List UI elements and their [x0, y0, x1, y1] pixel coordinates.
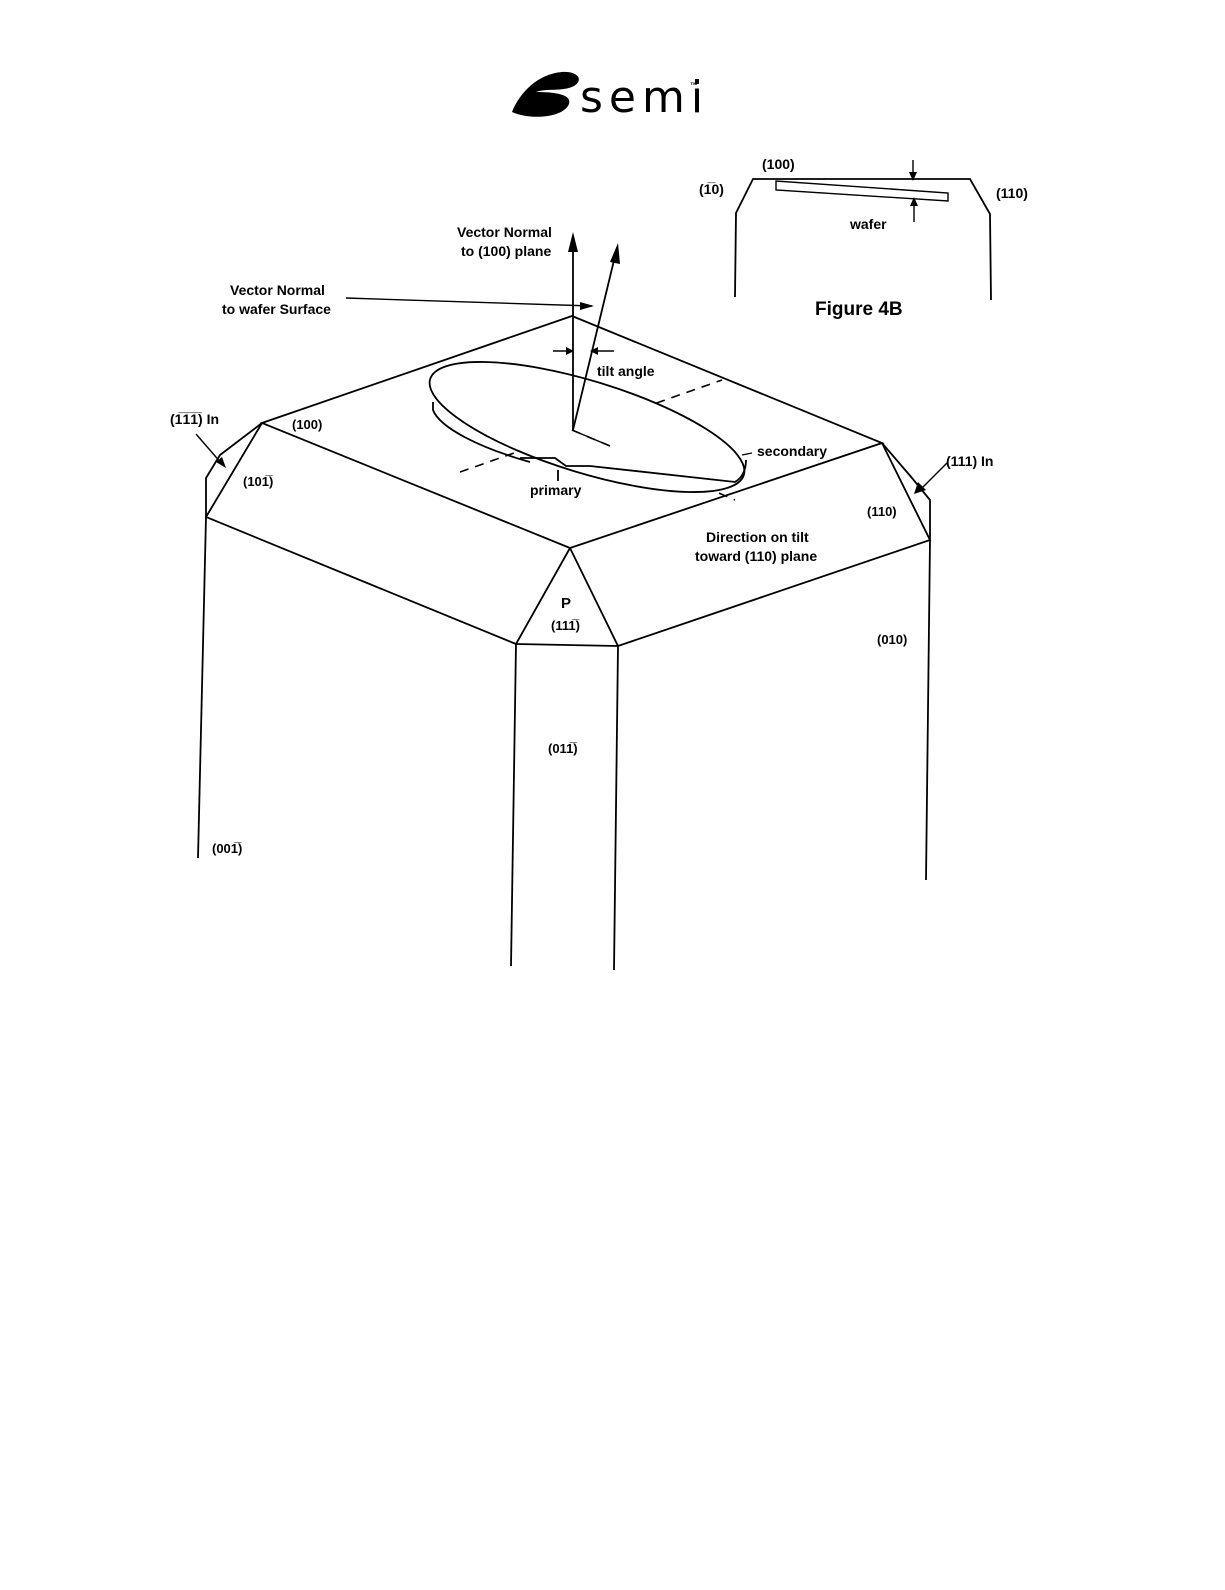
label-facet-p: P: [561, 595, 571, 612]
arrow-111-left: [196, 434, 222, 464]
vector-normal-wafer-head: [610, 243, 620, 264]
p-facet-base: [516, 644, 618, 646]
label-facet-111-right: (111) In: [946, 453, 993, 469]
label-normal-plane-2: to (100) plane: [461, 243, 551, 259]
inset-plane-top: (100): [762, 156, 795, 172]
label-direction-1: Direction on tilt: [706, 529, 809, 545]
inset-plane-right: (110): [996, 185, 1028, 201]
secondary-flat-leader: [742, 453, 752, 455]
label-direction-2: toward (110) plane: [695, 548, 817, 564]
label-facet-010: (010): [877, 632, 907, 647]
label-facet-110: (110): [867, 504, 897, 519]
label-facet-100: (100): [292, 417, 322, 432]
side-left-edge: [198, 517, 206, 858]
inset-caption: Figure 4B: [815, 299, 903, 320]
label-facet-111-left: (1̅1̅1̅) In: [170, 411, 219, 427]
facet-band-left: [206, 423, 570, 644]
label-tilt-angle: tilt angle: [597, 363, 655, 379]
semi-logo-mark: [512, 72, 579, 117]
label-secondary: secondary: [757, 443, 827, 459]
semi-logo-text: semi: [580, 72, 709, 123]
label-facet-10-1: (101̅): [243, 474, 273, 489]
label-normal-plane-1: Vector Normal: [457, 224, 552, 240]
side-front-right-edge: [614, 646, 618, 970]
label-facet-11-1: (111̅): [551, 618, 580, 633]
label-normal-wafer-2: to wafer Surface: [222, 301, 331, 317]
side-front-left-edge: [511, 644, 516, 966]
label-facet-01-1: (011̅): [548, 741, 578, 756]
inset-figure-4b: (100) (1̅0) (110) wafer Figure 4B: [699, 156, 1028, 320]
wafer: [417, 335, 758, 519]
inset-wafer-shape: [776, 181, 948, 201]
label-normal-wafer-1: Vector Normal: [230, 282, 325, 298]
label-primary: primary: [530, 482, 582, 498]
semi-logo-tm: ™: [690, 81, 698, 90]
side-right-edge: [926, 540, 930, 880]
vector-wafer-leader-head: [580, 302, 594, 310]
wafer-disc: [417, 335, 758, 519]
inset-plane-left: (1̅0): [699, 181, 724, 197]
vector-normal-100-head: [568, 232, 578, 252]
arrow-111-right: [920, 462, 948, 490]
semi-logo: semi ™: [512, 72, 709, 123]
inset-wafer-label: wafer: [849, 216, 887, 232]
label-facet-00-1: (001̅): [212, 841, 242, 856]
inset-outline: [735, 179, 991, 300]
vector-wafer-leader: [346, 298, 592, 306]
